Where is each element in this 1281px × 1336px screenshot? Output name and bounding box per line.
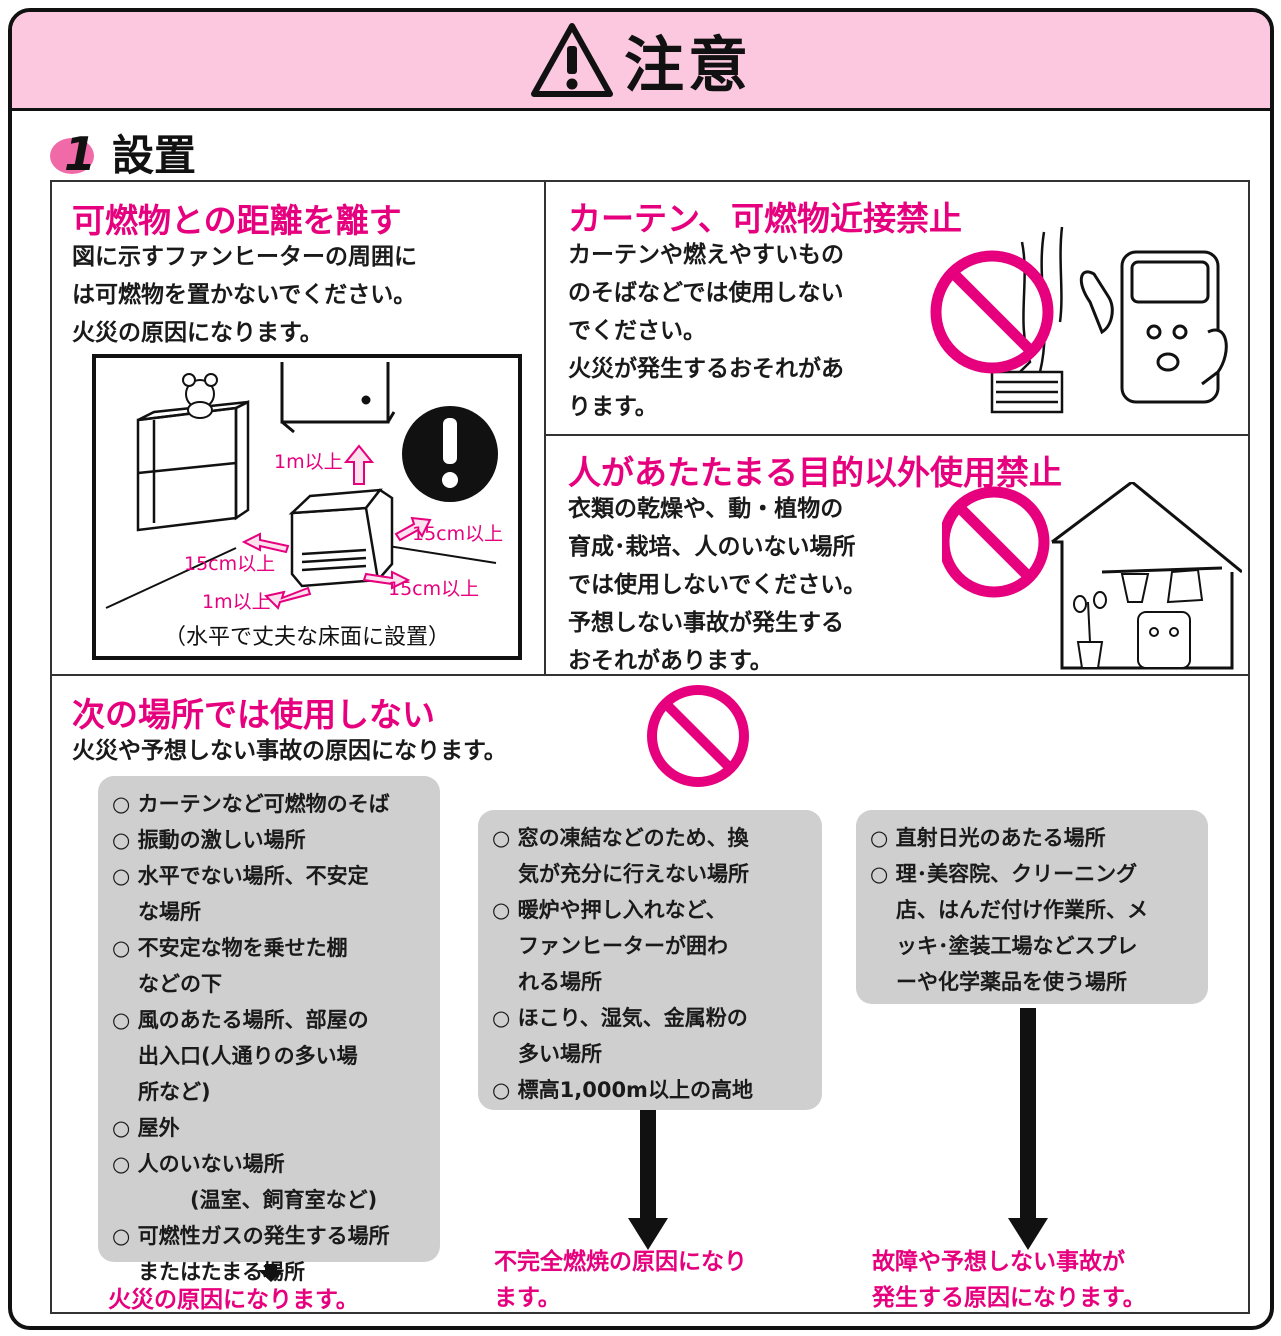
down-arrow-icon (258, 1264, 284, 1282)
svg-text:1m以上: 1m以上 (202, 591, 271, 613)
prohibition-icon (930, 250, 1054, 374)
svg-text:15cm以上: 15cm以上 (388, 578, 479, 600)
caution-title: 注意 (624, 30, 752, 101)
distance-heading: 可燃物との距離を離す (72, 201, 402, 240)
mandatory-exclamation-icon (402, 406, 498, 502)
down-arrow-icon (628, 1110, 668, 1250)
section-title: 設置 (112, 130, 197, 180)
teddy-bear-icon (182, 373, 218, 419)
svg-text:15cm以上: 15cm以上 (412, 523, 503, 545)
section-heading: 1 設置 (46, 122, 196, 182)
svg-text:（水平で丈夫な床面に設置）: （水平で丈夫な床面に設置） (164, 625, 450, 650)
prohibition-icon (647, 685, 749, 787)
places-heading: 次の場所では使用しない (72, 695, 435, 734)
places-list-fire: ○ カーテンなど可燃物のそば ○ 振動の激しい場所 ○ 水平でない場所、不安定 … (98, 776, 440, 1284)
section-number-badge: 1 (50, 127, 96, 180)
warming-body: 衣類の乾燥や、動・植物の 育成･栽培、人のいない場所 では使用しないでください。… (568, 496, 867, 674)
svg-text:1m以上: 1m以上 (274, 451, 343, 473)
wall-cabinet-illustration (280, 362, 396, 434)
warning-triangle-icon (531, 23, 613, 97)
curtain-heater-illustration (930, 226, 1228, 414)
svg-text:15cm以上: 15cm以上 (184, 553, 275, 575)
warming-heading: 人があたたまる目的以外使用禁止 (568, 453, 1063, 492)
clearance-diagram: 1m以上 15cm以上 15cm以上 1m以上 15cm以上 （水平で丈夫な床面… (92, 354, 522, 660)
caution-banner: 注意 (12, 12, 1270, 111)
places-list-combustion: ○ 窓の凍結などのため、換 気が充分に行えない場所 ○ 暖炉や押し入れなど、 フ… (478, 810, 822, 1110)
caution-page: 注意 1 設置 可燃物との距離を離す 図に示すファンヒーターの周囲に は可燃物を… (8, 8, 1274, 1330)
down-arrow-icon (1008, 1008, 1048, 1250)
distance-body: 図に示すファンヒーターの周囲に は可燃物を置かないでください。 火災の原因になり… (72, 244, 417, 346)
places-subtitle: 火災や予想しない事故の原因になります。 (72, 738, 507, 764)
prohibition-icon (942, 486, 1050, 598)
places-result-accident: 故障や予想しない事故が 発生する原因になります。 (872, 1249, 1146, 1311)
places-result-fire: 火災の原因になります。 (108, 1287, 359, 1313)
places-list-accident: ○ 直射日光のあたる場所 ○ 理･美容院、クリーニング 店、はんだ付け作業所、メ… (856, 810, 1208, 1004)
curtain-heading: カーテン、可燃物近接禁止 (568, 199, 963, 238)
shelf-illustration (136, 399, 250, 532)
fan-heater-illustration (288, 488, 394, 588)
places-result-combustion: 不完全燃焼の原因になり ます。 (494, 1249, 747, 1311)
places-panel (50, 674, 1250, 1314)
house-illustration (942, 482, 1242, 670)
curtain-body: カーテンや燃えやすいもの のそばなどでは使用しない でください。 火災が発生する… (568, 242, 844, 420)
svg-text:1: 1 (64, 127, 96, 180)
